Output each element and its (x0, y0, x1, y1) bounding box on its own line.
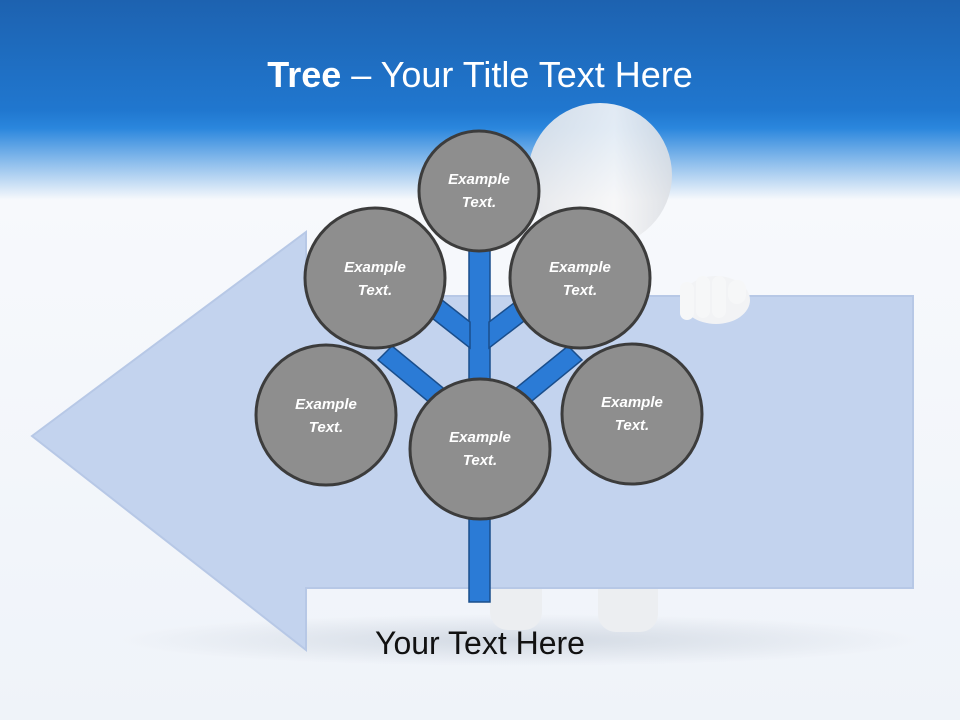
hand-graphic (680, 276, 750, 324)
node-label-upper-right: Example Text. (525, 256, 635, 302)
tree-node-center (408, 377, 552, 521)
node-label-line1: Example (448, 171, 510, 188)
node-label-lower-left: Example Text. (271, 393, 381, 439)
node-label-line1: Example (295, 396, 357, 413)
node-label-lower-right: Example Text. (577, 391, 687, 437)
node-label-line1: Example (344, 259, 406, 276)
tree-node-lower-right (560, 342, 704, 486)
node-label-line2: Text. (357, 282, 393, 299)
node-label-line1: Example (549, 259, 611, 276)
tree-node-lower-left (254, 343, 398, 487)
node-label-line2: Text. (461, 194, 497, 211)
tree-node-upper-left (303, 206, 447, 350)
caption-text: Your Text Here (375, 625, 585, 661)
node-label-top: Example Text. (424, 168, 534, 214)
tree-node-upper-right (508, 206, 652, 350)
node-label-center: Example Text. (425, 426, 535, 472)
node-label-line1: Example (601, 394, 663, 411)
tree-node-top (417, 129, 541, 253)
title-bold: Tree (267, 54, 342, 95)
tree-nodes (254, 129, 704, 521)
floor-shadow (120, 614, 920, 666)
node-label-line2: Text. (462, 452, 498, 469)
node-label-line1: Example (449, 429, 511, 446)
node-label-line2: Text. (308, 419, 344, 436)
node-label-upper-left: Example Text. (320, 256, 430, 302)
slide-title: Tree – Your Title Text Here (0, 52, 960, 98)
title-rest: – Your Title Text Here (341, 54, 693, 95)
node-label-line2: Text. (614, 417, 650, 434)
node-label-line2: Text. (562, 282, 598, 299)
